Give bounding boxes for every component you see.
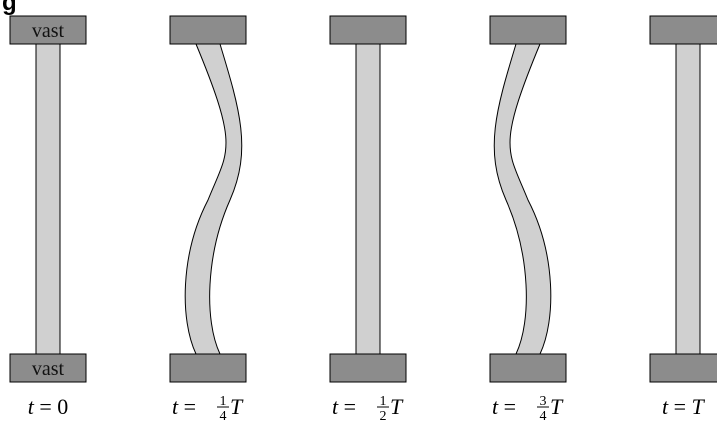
time-value: T [692, 394, 706, 419]
fraction-denominator: 2 [380, 409, 387, 423]
fraction-numerator: 1 [380, 394, 387, 409]
beam-panel-t-three-quarter: t = 3 4 T [489, 15, 567, 423]
beam-straight [355, 43, 381, 355]
bottom-clamp [649, 353, 717, 383]
top-clamp [489, 15, 567, 45]
equals-sign: = [338, 394, 356, 419]
time-variable: t [662, 394, 669, 419]
period-symbol: T [230, 394, 244, 419]
time-label: t = 0 [28, 394, 69, 419]
time-variable: t [172, 394, 179, 419]
beam-panel-t-half: t = 1 2 T [329, 15, 407, 423]
header-text: g [2, 0, 17, 16]
fraction-numerator: 3 [540, 394, 547, 409]
top-clamp [329, 15, 407, 45]
time-label: t = 1 2 T [332, 394, 404, 423]
beam-panel-t0: vast vast t = 0 [9, 15, 87, 419]
time-variable: t [332, 394, 339, 419]
period-symbol: T [390, 394, 404, 419]
top-clamp-label: vast [32, 20, 65, 42]
bottom-clamp [169, 353, 247, 383]
beam-bent [184, 43, 243, 355]
top-clamp [169, 15, 247, 45]
bottom-clamp-label: vast [32, 358, 65, 380]
svg-text:t =: t = [492, 394, 516, 419]
time-label: t = 3 4 T [492, 394, 564, 423]
beam-straight [675, 43, 701, 355]
time-label: t = 1 4 T [172, 394, 244, 423]
top-clamp [649, 15, 717, 45]
fraction-numerator: 1 [220, 394, 227, 409]
bottom-clamp [329, 353, 407, 383]
period-symbol: T [550, 394, 564, 419]
svg-text:t =: t = [332, 394, 356, 419]
top-clamp [9, 15, 87, 45]
bottom-clamp [489, 353, 567, 383]
time-label: t = T [662, 394, 706, 419]
time-value: 0 [57, 394, 68, 419]
beam-bent [493, 43, 552, 355]
bottom-clamp [9, 353, 87, 383]
fraction-denominator: 4 [540, 409, 547, 423]
equals-sign: = [498, 394, 516, 419]
svg-text:t =: t = [172, 394, 196, 419]
equals-sign: = [34, 394, 57, 419]
equals-sign: = [178, 394, 196, 419]
time-variable: t [28, 394, 35, 419]
beam-panel-t-full: t = T [649, 15, 717, 419]
beam-panel-t-quarter: t = 1 4 T [169, 15, 247, 423]
fraction-denominator: 4 [220, 409, 227, 423]
equals-sign: = [668, 394, 691, 419]
time-variable: t [492, 394, 499, 419]
beam-straight [35, 43, 61, 355]
